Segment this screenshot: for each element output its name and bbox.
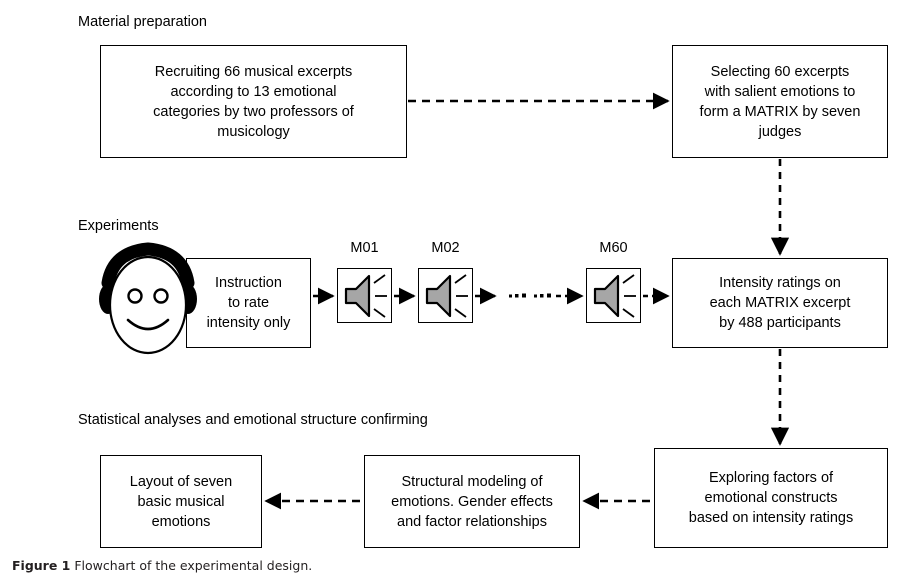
box-recruiting-excerpts[interactable]: Recruiting 66 musical excerpts according…	[100, 45, 407, 158]
box-line: to rate	[227, 295, 270, 311]
box-line: musicology	[217, 123, 290, 140]
ellipsis-dots-icon	[509, 293, 551, 298]
box-line: Layout of seven	[129, 473, 233, 490]
box-line: emotions. Gender effects	[391, 493, 553, 510]
figure-caption-label: Figure 1	[12, 558, 71, 573]
speaker-label-m60: M60	[599, 240, 628, 256]
box-line: Intensity ratings on	[719, 275, 841, 291]
speaker-box-m01[interactable]	[337, 268, 392, 323]
box-exploring-factors[interactable]: Exploring factors of emotional construct…	[654, 448, 888, 548]
box-instruction-to-rate[interactable]: Instruction to rate intensity only	[186, 258, 311, 348]
box-line: Selecting 60 excerpts	[710, 63, 850, 80]
box-line: form a MATRIX by seven	[699, 103, 861, 120]
section-label-statistical-analyses: Statistical analyses and emotional struc…	[78, 412, 428, 428]
box-line: emotional constructs	[704, 490, 838, 506]
box-line: emotions	[151, 513, 211, 530]
box-selecting-excerpts[interactable]: Selecting 60 excerpts with salient emoti…	[672, 45, 888, 158]
box-line: judges	[758, 123, 802, 140]
speaker-box-m02[interactable]	[418, 268, 473, 323]
box-intensity-ratings[interactable]: Intensity ratings on each MATRIX excerpt…	[672, 258, 888, 348]
box-line: and factor relationships	[397, 513, 547, 530]
section-label-experiments: Experiments	[78, 218, 159, 234]
figure-caption: Figure 1 Flowchart of the experimental d…	[12, 558, 312, 573]
box-line: by 488 participants	[719, 315, 841, 331]
speaker-box-m60[interactable]	[586, 268, 641, 323]
smiling-face-with-headphones-icon	[99, 242, 197, 355]
section-label-material-preparation: Material preparation	[78, 14, 207, 30]
box-line: with salient emotions to	[704, 83, 856, 100]
box-line: each MATRIX excerpt	[709, 295, 851, 311]
speaker-label-m01: M01	[350, 240, 379, 256]
box-line: based on intensity ratings	[688, 510, 854, 526]
box-line: Recruiting 66 musical excerpts	[154, 63, 353, 80]
figure-caption-text: Flowchart of the experimental design.	[74, 558, 313, 573]
box-line: basic musical	[137, 493, 225, 510]
box-line: intensity only	[206, 315, 291, 331]
box-line: Structural modeling of	[401, 473, 543, 490]
box-structural-modeling[interactable]: Structural modeling of emotions. Gender …	[364, 455, 580, 548]
speaker-label-m02: M02	[431, 240, 460, 256]
box-line: Instruction	[215, 275, 282, 291]
box-line: Exploring factors of	[708, 470, 834, 486]
box-line: categories by two professors of	[153, 103, 354, 120]
box-layout-seven-emotions[interactable]: Layout of seven basic musical emotions	[100, 455, 262, 548]
box-line: according to 13 emotional	[170, 83, 337, 100]
